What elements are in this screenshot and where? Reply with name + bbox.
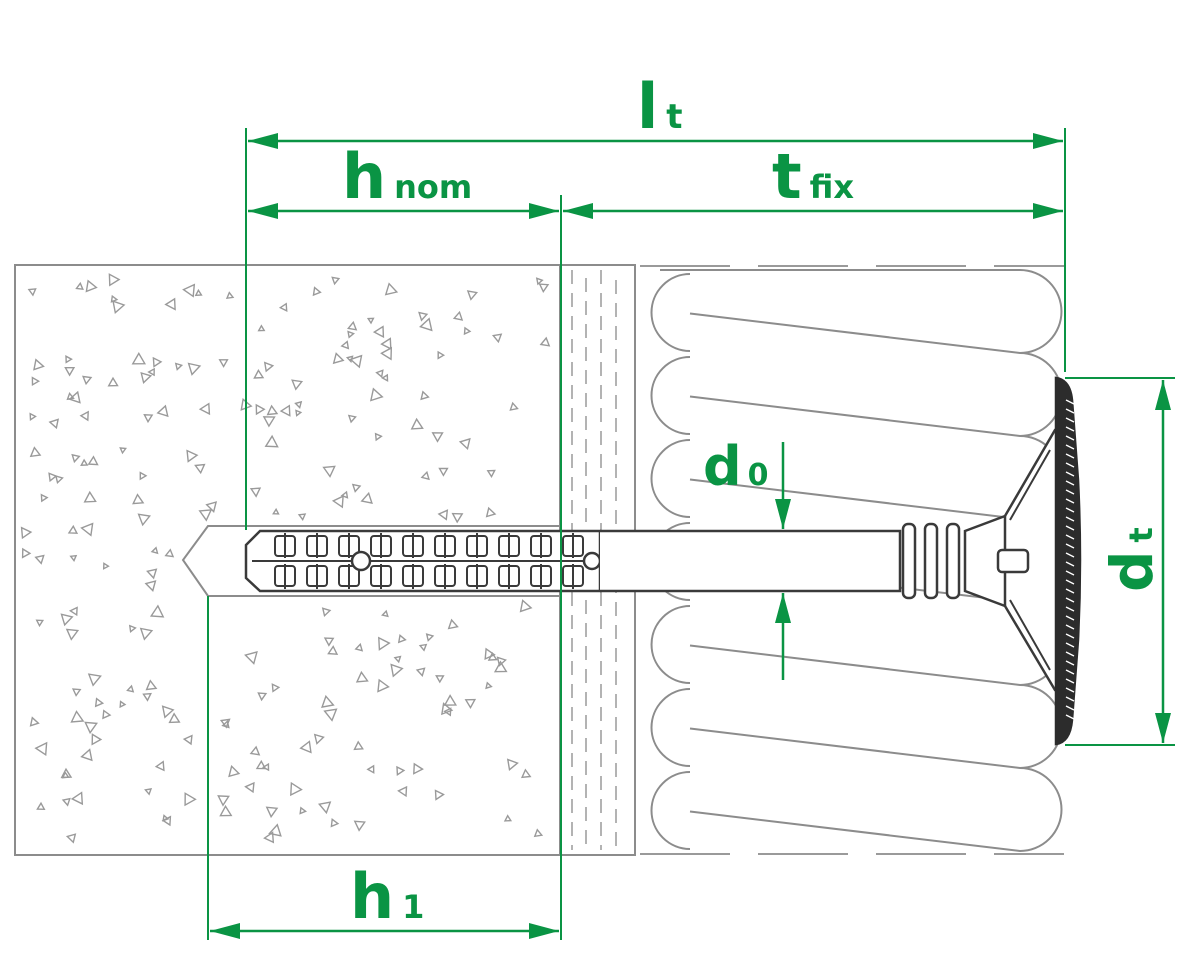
dimension-lines bbox=[210, 133, 1171, 939]
anchor-shaft bbox=[600, 522, 961, 600]
anchor-plug bbox=[244, 529, 602, 593]
label-dt: dt bbox=[1098, 527, 1166, 592]
anchor-plate bbox=[963, 376, 1082, 746]
extension-lines bbox=[207, 128, 1175, 940]
concrete-aggregate bbox=[20, 273, 551, 844]
